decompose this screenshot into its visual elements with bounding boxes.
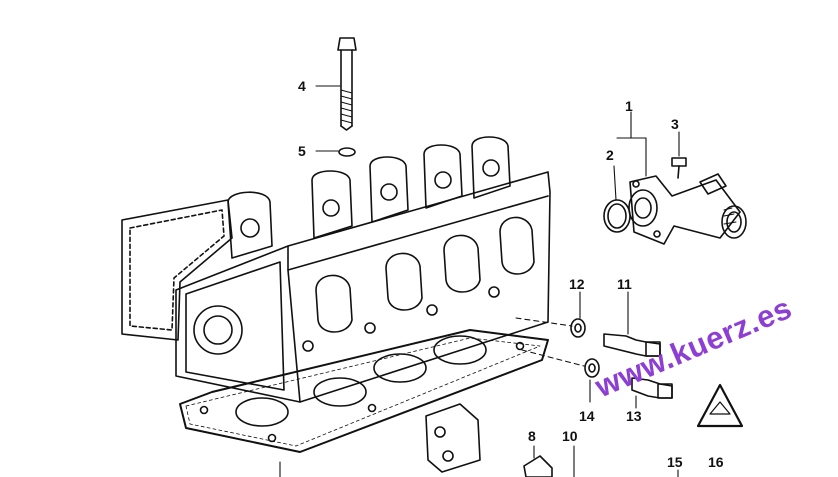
cylinder-head <box>121 136 551 403</box>
head-gasket <box>179 329 549 453</box>
cylinder-head-bolt <box>337 37 357 131</box>
flange-screw <box>671 157 687 179</box>
sensor-upper <box>570 318 661 357</box>
lower-part <box>523 455 553 477</box>
leader-lines <box>279 85 680 477</box>
coolant-flange <box>603 173 747 245</box>
callout-10: 10 <box>562 428 578 444</box>
callout-8: 8 <box>528 428 536 444</box>
sensor-lower <box>584 358 673 399</box>
callout-5: 5 <box>298 143 306 159</box>
callout-16: 16 <box>708 454 724 470</box>
callout-2: 2 <box>606 147 614 163</box>
bracket <box>425 403 481 473</box>
callout-15: 15 <box>667 454 683 470</box>
callout-4: 4 <box>298 78 306 94</box>
callout-3: 3 <box>671 116 679 132</box>
callout-13: 13 <box>626 408 642 424</box>
warning-triangle-icon <box>696 383 744 428</box>
washer <box>338 147 356 157</box>
callout-12: 12 <box>569 276 585 292</box>
callout-14: 14 <box>579 408 595 424</box>
callout-11: 11 <box>617 276 632 292</box>
callout-1: 1 <box>625 98 633 114</box>
